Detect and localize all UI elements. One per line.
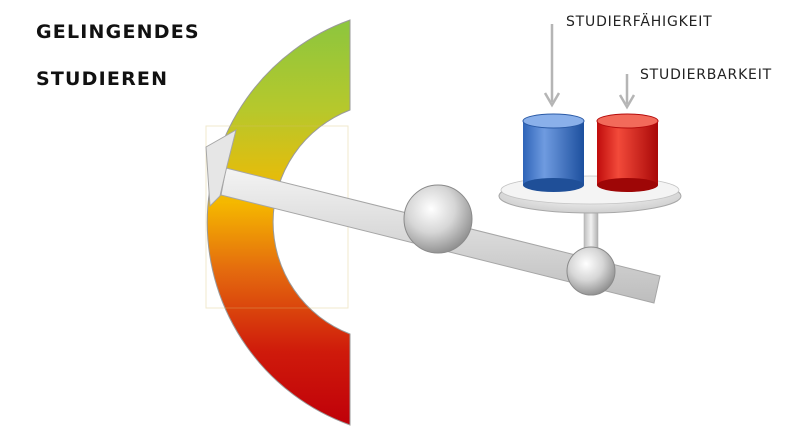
label-studierfaehigkeit: STUDIERFÄHIGKEIT: [566, 14, 713, 30]
cylinder-studierbarkeit: [596, 113, 659, 192]
label-studierbarkeit: STUDIERBARKEIT: [640, 67, 772, 83]
arrow-studierfaehigkeit: [543, 24, 561, 108]
pivot-ball-small: [566, 246, 616, 296]
arrow-head: [205, 128, 237, 208]
cylinder-studierfaehigkeit: [522, 113, 585, 192]
title-line-2: STUDIEREN: [36, 68, 169, 90]
arrow-studierbarkeit: [618, 74, 636, 110]
gauge-arc: [206, 19, 351, 426]
title-line-1: GELINGENDES: [36, 21, 200, 43]
pivot-ball-large: [403, 184, 473, 254]
